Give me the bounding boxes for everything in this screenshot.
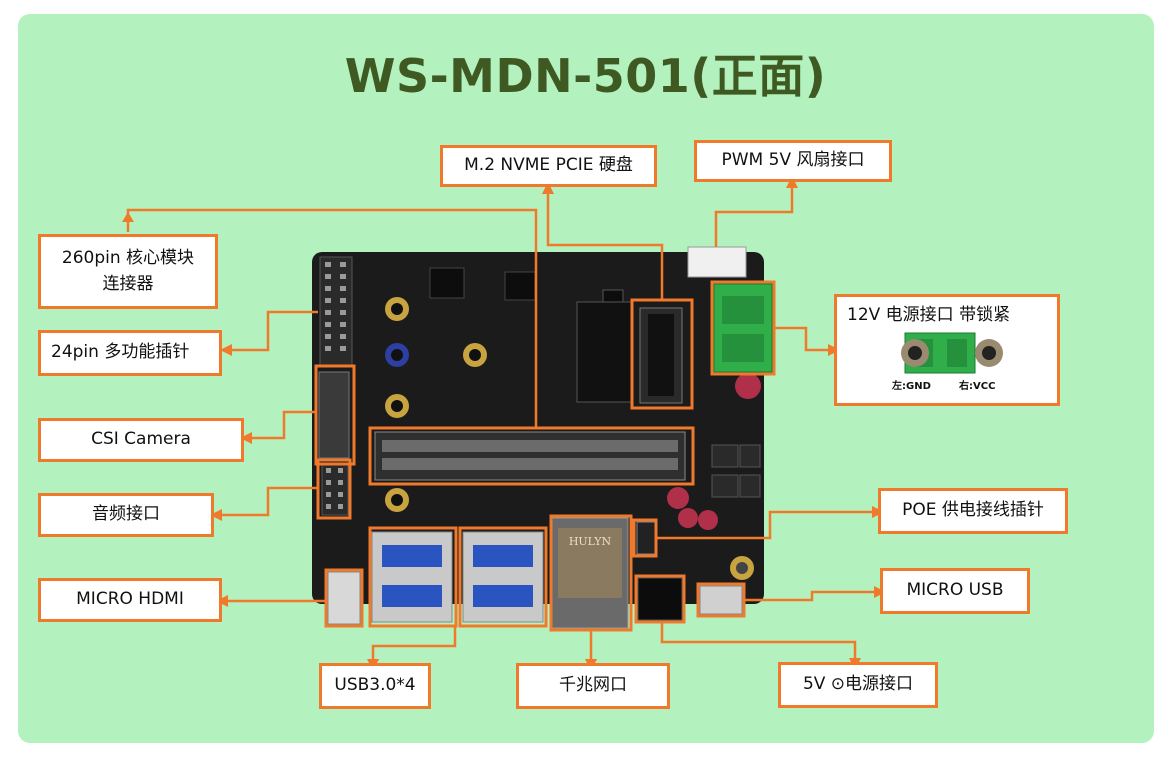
label-micro-usb: MICRO USB [880, 568, 1030, 614]
vcc-label: 右:VCC [958, 379, 995, 392]
label-core-module: 260pin 核心模块 连接器 [38, 234, 218, 309]
label-24pin: 24pin 多功能插针 [38, 330, 222, 376]
leader-usb [371, 626, 457, 663]
leader-nvme [546, 190, 664, 300]
label-usb30: USB3.0*4 [319, 663, 431, 709]
so-dimm-connector [374, 431, 686, 481]
label-core-module-line1: 260pin 核心模块 [61, 248, 195, 268]
ic-chip [429, 267, 465, 299]
label-poe: POE 供电接线插针 [878, 488, 1068, 534]
label-5v-power: 5V ⊙电源接口 [778, 662, 938, 708]
gnd-label: 左:GND [891, 379, 931, 392]
leader-24pin [228, 310, 318, 352]
leader-12v [774, 326, 832, 352]
label-12v-power: 12V 电源接口 带锁紧 左:GND 右:VCC [834, 294, 1060, 406]
audio-header [321, 462, 349, 516]
ic-chip [504, 271, 536, 301]
micro-hdmi-port [327, 571, 361, 625]
m2-slot [576, 301, 683, 404]
label-micro-hdmi: MICRO HDMI [38, 578, 222, 622]
fan-connector [687, 246, 747, 278]
leader-pwm [714, 184, 794, 247]
label-csi-camera: CSI Camera [38, 418, 244, 462]
pin-header-24pin [319, 256, 353, 368]
usb-ports [371, 531, 544, 623]
csi-connector [318, 371, 350, 459]
label-core-module-line2: 连接器 [102, 273, 154, 294]
leader-audio [218, 486, 318, 517]
micro-usb-port [699, 585, 743, 615]
leader-csi [248, 410, 316, 440]
rj45-port: HULYN [551, 517, 629, 629]
rj45-brand: HULYN [569, 535, 612, 548]
capacitors [667, 373, 761, 530]
leader-microusb [744, 590, 878, 602]
label-12v-power-title: 12V 电源接口 带锁紧 [847, 305, 1011, 325]
label-nvme: M.2 NVME PCIE 硬盘 [440, 145, 657, 187]
page-title: WS-MDN-501(正面) [344, 49, 827, 103]
inductors [711, 444, 761, 498]
mounting-holes [385, 297, 754, 580]
label-pwm-fan: PWM 5V 风扇接口 [694, 140, 892, 182]
leader-5v [660, 622, 857, 662]
terminal-block-diagram: 左:GND 右:VCC [891, 332, 1003, 392]
power-terminal-12v [713, 283, 773, 373]
label-audio: 音频接口 [38, 493, 214, 537]
label-ethernet: 千兆网口 [516, 663, 670, 709]
dc-jack [637, 577, 683, 621]
leader-poe [656, 510, 876, 540]
